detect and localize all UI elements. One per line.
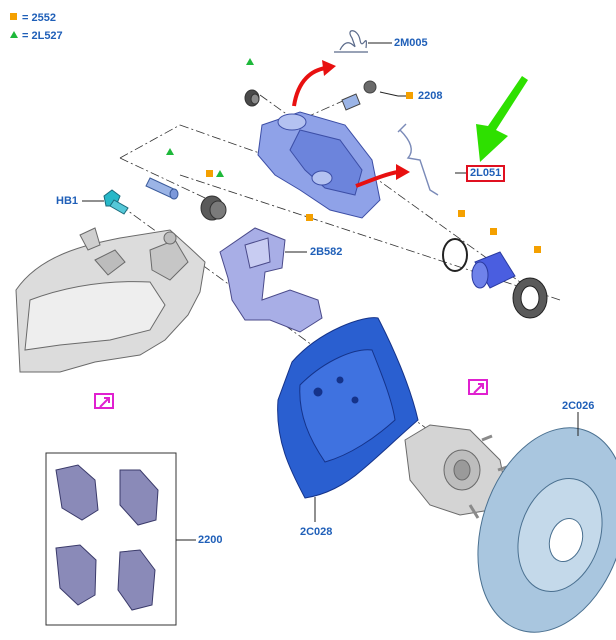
leader-lines bbox=[82, 42, 579, 541]
bleed-nut bbox=[244, 89, 260, 107]
brake-shield bbox=[277, 317, 419, 499]
legend-triangle-label: = 2L527 bbox=[22, 30, 63, 42]
green-pointer-arrow bbox=[476, 76, 528, 162]
hb1-bolt bbox=[103, 189, 129, 215]
guide-pin bbox=[145, 177, 179, 200]
reference-link-icon[interactable] bbox=[94, 393, 114, 409]
callout-2m005[interactable]: 2M005 bbox=[394, 37, 428, 49]
brake-pad bbox=[55, 464, 159, 611]
reference-link-icon[interactable] bbox=[468, 379, 488, 395]
callout-2b582[interactable]: 2B582 bbox=[310, 246, 343, 258]
legend-square-label: = 2552 bbox=[22, 12, 56, 24]
rotation-arrows bbox=[292, 66, 399, 188]
callout-2c026[interactable]: 2C026 bbox=[562, 400, 595, 412]
legend-triangle-row: = 2L527 bbox=[10, 30, 63, 42]
rotate-arrow-head-2 bbox=[396, 164, 410, 180]
orange-square-icon bbox=[458, 210, 465, 217]
brake-disc bbox=[477, 427, 616, 633]
green-triangle-icon bbox=[10, 31, 18, 38]
callout-2l051[interactable]: 2L051 bbox=[466, 165, 506, 182]
caliper-body bbox=[257, 111, 381, 219]
green-triangle-icon bbox=[166, 148, 174, 155]
green-triangle-icon bbox=[216, 170, 224, 177]
knuckle-arm bbox=[15, 227, 206, 373]
orange-square-icon bbox=[534, 246, 541, 253]
caliper-piston bbox=[471, 251, 516, 289]
brake-pads-box bbox=[45, 452, 177, 626]
callout-hb1[interactable]: HB1 bbox=[56, 195, 79, 207]
orange-square-icon bbox=[10, 13, 17, 20]
bolt-2208 bbox=[341, 80, 377, 111]
orange-square-icon bbox=[306, 214, 313, 221]
bushing bbox=[200, 195, 227, 221]
green-triangle-icon bbox=[246, 58, 254, 65]
caliper-bracket bbox=[219, 227, 323, 333]
legend-square-row: = 2552 bbox=[10, 12, 56, 24]
orange-square-icon bbox=[206, 170, 213, 177]
orange-square-icon bbox=[406, 92, 413, 99]
dust-boot bbox=[512, 277, 548, 319]
anti-rattle-clip bbox=[397, 123, 439, 196]
rotate-arrow-head-1 bbox=[322, 60, 336, 76]
callout-2c028[interactable]: 2C028 bbox=[300, 526, 333, 538]
seal-ring bbox=[442, 238, 468, 272]
callout-2200[interactable]: 2200 bbox=[198, 534, 223, 546]
orange-square-icon bbox=[490, 228, 497, 235]
callout-2208[interactable]: 2208 bbox=[418, 90, 443, 102]
spring bbox=[334, 30, 368, 53]
